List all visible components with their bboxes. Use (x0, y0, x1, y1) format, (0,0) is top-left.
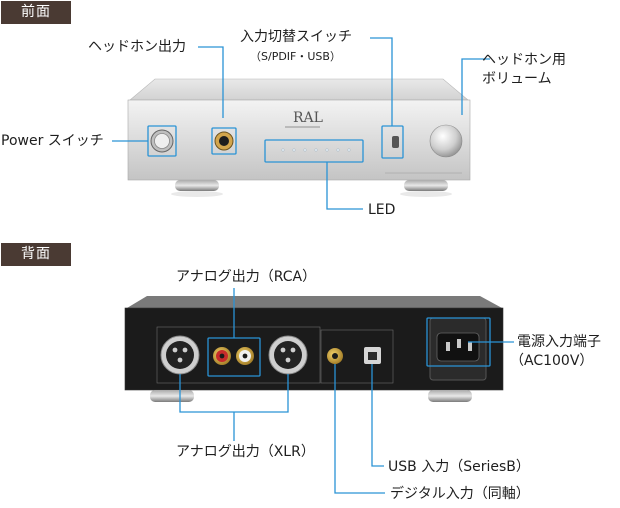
label-input-switch-sub: （S/PDIF・USB） (250, 50, 341, 63)
label-headphone-volume-1: ヘッドホン用 (482, 52, 566, 68)
label-usb-input: USB 入力（SeriesB） (388, 459, 530, 475)
label-headphone-volume-2: ボリューム (482, 71, 552, 87)
section-tag-back: 背面 (1, 243, 71, 266)
label-power-connector-1: 電源入力端子 (517, 334, 601, 350)
front-device: RAL (127, 78, 471, 197)
label-analog-rca: アナログ出力（RCA） (176, 269, 317, 285)
label-power-switch: Power スイッチ (1, 133, 104, 149)
front-callout-lines (112, 37, 490, 210)
section-tag-front: 前面 (1, 1, 71, 24)
label-power-connector-2: （AC100V） (510, 353, 594, 369)
label-analog-xlr: アナログ出力（XLR） (176, 444, 315, 460)
label-input-switch: 入力切替スイッチ (240, 29, 352, 45)
back-device (124, 296, 504, 402)
label-headphone-out: ヘッドホン出力 (88, 39, 186, 55)
label-digital-input: デジタル入力（同軸） (390, 486, 530, 502)
back-callout-lines (179, 288, 514, 494)
device-logo: RAL (293, 110, 323, 126)
label-led: LED (368, 202, 396, 218)
